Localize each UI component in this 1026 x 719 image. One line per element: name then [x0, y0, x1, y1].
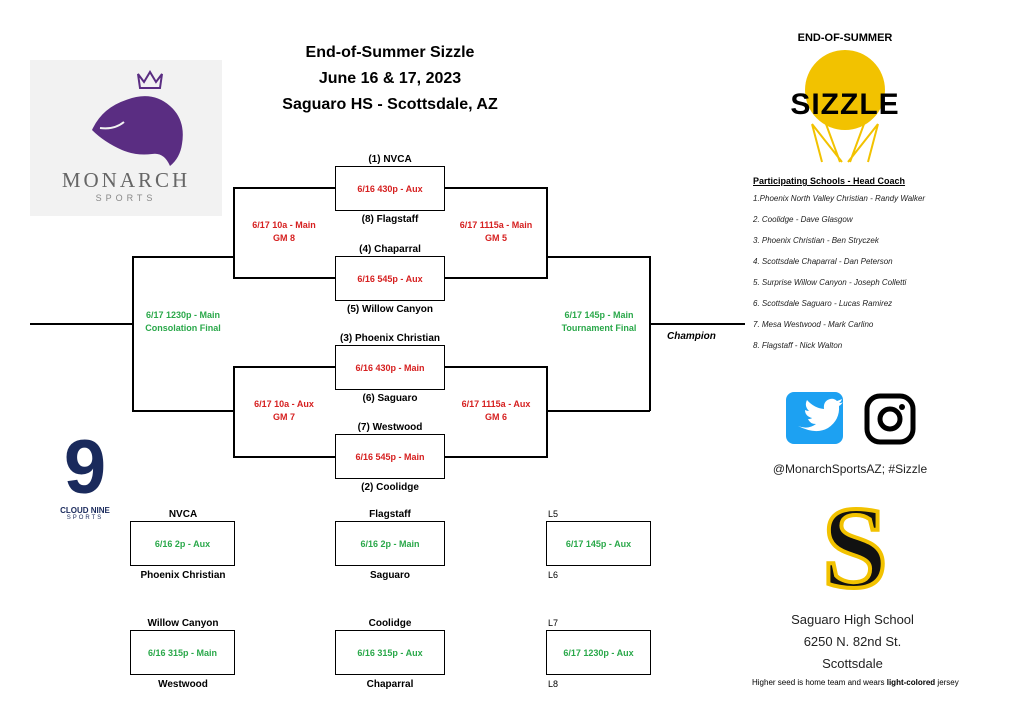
- game-box-1: 6/16 430p - Aux: [335, 166, 445, 211]
- jersey-note: Higher seed is home team and wears light…: [752, 678, 959, 687]
- game-box-4: 6/16 545p - Main: [335, 434, 445, 479]
- pool-2-top: Flagstaff: [369, 509, 411, 520]
- pool-6-bottom: L8: [548, 679, 559, 689]
- school-item: 3. Phoenix Christian - Ben Stryczek: [753, 236, 879, 245]
- pool-2-bottom: Saguaro: [369, 570, 410, 581]
- cloud-nine-digit: 9: [63, 425, 107, 510]
- venue-name: Saguaro High School: [791, 612, 914, 627]
- monarch-sub: SPORTS: [95, 193, 157, 203]
- pool-1-game: 6/16 2p - Aux: [130, 521, 235, 566]
- seed-1: (1) NVCA: [368, 154, 412, 165]
- lion-crown-icon: [92, 70, 183, 166]
- pool-6-game: 6/17 1230p - Aux: [546, 630, 651, 675]
- pool-5-game: 6/16 315p - Aux: [335, 630, 445, 675]
- title-line-1: End-of-Summer Sizzle: [305, 44, 475, 61]
- monarch-logo: MONARCH SPORTS: [30, 60, 222, 216]
- school-item: 1.Phoenix North Valley Christian - Randy…: [753, 194, 926, 203]
- monarch-name: MONARCH: [61, 168, 191, 192]
- saguaro-letter: S: [820, 482, 890, 613]
- seed-6: (6) Saguaro: [362, 393, 418, 404]
- school-item: 8. Flagstaff - Nick Walton: [753, 341, 843, 350]
- instagram-icon[interactable]: [863, 392, 917, 446]
- event-title: End-of-Summer Sizzle June 16 & 17, 2023 …: [250, 40, 530, 118]
- school-item: 7. Mesa Westwood - Mark Carlino: [753, 320, 874, 329]
- school-item: 6. Scottsdale Saguaro - Lucas Ramirez: [753, 299, 893, 308]
- pool-4-top: Willow Canyon: [147, 618, 219, 629]
- pool-3-bottom: L6: [548, 570, 559, 580]
- game-box-2: 6/16 545p - Aux: [335, 256, 445, 301]
- game-box-3: 6/16 430p - Main: [335, 345, 445, 390]
- venue-address: 6250 N. 82nd St.: [803, 634, 902, 649]
- saguaro-logo: S: [800, 482, 910, 613]
- pool-1-bottom: Phoenix Christian: [140, 570, 226, 581]
- pool-3-game: 6/17 145p - Aux: [546, 521, 651, 566]
- schools-heading: Participating Schools - Head Coach: [753, 176, 906, 186]
- champion-label: Champion: [667, 331, 716, 342]
- school-item: 5. Surprise Willow Canyon - Joseph Colle…: [753, 278, 907, 287]
- seed-2: (2) Coolidge: [361, 482, 419, 493]
- sizzle-top: END-OF-SUMMER: [797, 32, 893, 44]
- seed-8: (8) Flagstaff: [361, 214, 419, 225]
- seed-5: (5) Willow Canyon: [346, 304, 434, 315]
- cloud-nine-sub: SPORTS: [66, 515, 104, 521]
- school-item: 4. Scottsdale Chaparral - Dan Peterson: [753, 257, 893, 266]
- title-line-2: June 16 & 17, 2023: [318, 70, 462, 87]
- school-item: 2. Coolidge - Dave Glasgow: [753, 215, 853, 224]
- sizzle-word: SIZZLE: [790, 88, 900, 121]
- cloud-nine-logo: 9 CLOUD NINE SPORTS: [40, 425, 130, 521]
- social-handle: @MonarchSportsAZ; #Sizzle: [772, 462, 928, 476]
- pool-5-bottom: Chaparral: [366, 679, 414, 690]
- pool-3-top: L5: [548, 509, 559, 519]
- seed-3: (3) Phoenix Christian: [339, 333, 440, 344]
- schools-panel: Participating Schools - Head Coach 1.Pho…: [753, 176, 1018, 350]
- pool-4-bottom: Westwood: [158, 679, 208, 690]
- basketball-hoop-icon: [805, 50, 885, 163]
- pool-2-game: 6/16 2p - Main: [335, 521, 445, 566]
- seed-4: (4) Chaparral: [359, 244, 421, 255]
- pool-4-game: 6/16 315p - Main: [130, 630, 235, 675]
- venue-city: Scottsdale: [822, 656, 883, 671]
- twitter-icon[interactable]: [786, 392, 843, 444]
- title-line-3: Saguaro HS - Scottsdale, AZ: [282, 96, 498, 113]
- pool-6-top: L7: [548, 618, 559, 628]
- sizzle-logo: END-OF-SUMMER SIZZLE: [770, 28, 920, 168]
- cloud-nine-name: CLOUD NINE: [60, 506, 110, 515]
- pool-5-top: Coolidge: [368, 618, 412, 629]
- pool-1-top: NVCA: [168, 509, 198, 520]
- seed-7: (7) Westwood: [357, 422, 423, 433]
